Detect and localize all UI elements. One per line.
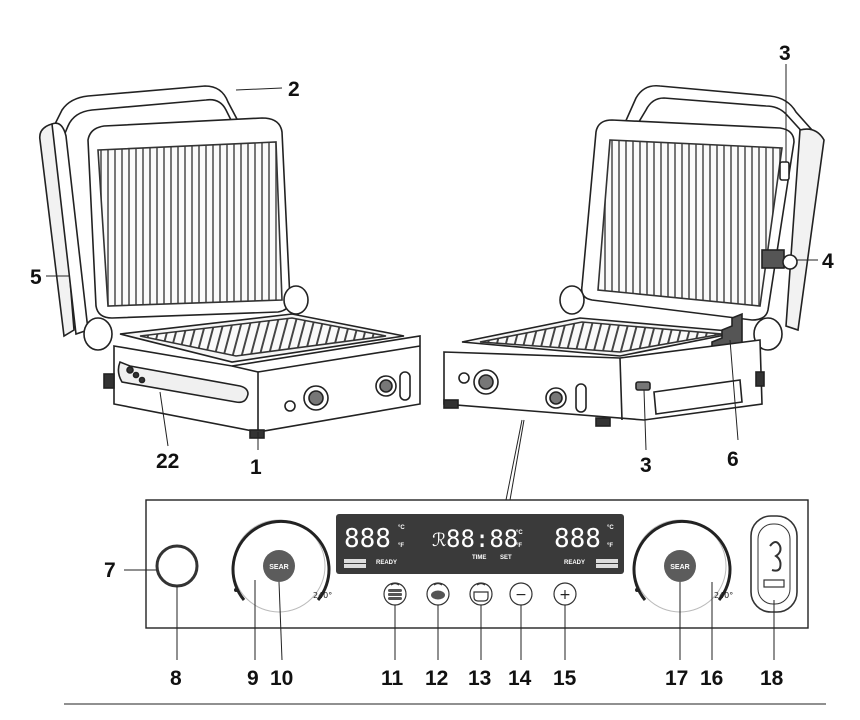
minus-button[interactable]: − — [509, 582, 533, 606]
callout-3-bottom: 3 — [640, 454, 652, 477]
right-temp-digits: 888 — [554, 524, 601, 554]
callout-14: 14 — [508, 667, 532, 690]
callout-2: 2 — [288, 78, 300, 101]
minus-label: − — [515, 587, 527, 603]
control-panel: 240° SEAR 888 °C °F READY ℛ 88:88 °C °F … — [145, 499, 809, 629]
burger-button[interactable] — [383, 582, 407, 606]
callout-7: 7 — [104, 559, 116, 582]
callout-18: 18 — [760, 667, 784, 690]
callout-6: 6 — [727, 448, 739, 471]
right-temp-unit-f: °F — [607, 543, 613, 549]
probe-icon — [769, 541, 782, 572]
callout-11: 11 — [381, 667, 404, 690]
left-sear-button[interactable] — [263, 550, 295, 582]
upper-plate-right — [597, 139, 783, 307]
leader-lines-panel — [124, 569, 775, 661]
center-unit-f: °F — [516, 543, 522, 549]
side-arm-right — [785, 128, 825, 332]
pot-icon — [473, 591, 489, 602]
callout-10: 10 — [270, 667, 293, 690]
callout-3-top: 3 — [779, 42, 791, 65]
left-ready-label: READY — [376, 560, 397, 566]
callout-numbers: 2 3 4 5 22 1 3 6 7 8 9 10 11 12 13 14 15… — [30, 42, 834, 690]
callout-22: 22 — [156, 450, 179, 473]
set-label: SET — [500, 555, 512, 561]
callout-15: 15 — [553, 667, 577, 690]
callout-13: 13 — [468, 667, 491, 690]
leader-lines-top — [46, 64, 818, 501]
left-temp-unit-c: °C — [398, 525, 405, 531]
burger-icon — [388, 589, 402, 600]
center-unit-c: °C — [516, 530, 523, 536]
left-sear-label: SEAR — [269, 564, 288, 571]
drip-tray-left — [117, 360, 249, 404]
right-dial-max-label: 240° — [714, 591, 733, 600]
callout-1: 1 — [250, 456, 262, 479]
callout-16: 16 — [700, 667, 723, 690]
callout-17: 17 — [665, 667, 688, 690]
steak-icon — [431, 590, 445, 600]
callout-8: 8 — [170, 667, 182, 690]
left-grill — [38, 85, 421, 439]
time-label: TIME — [472, 555, 486, 561]
left-temp-unit-f: °F — [398, 543, 404, 549]
steak-button[interactable] — [426, 582, 450, 606]
display-screen — [336, 514, 624, 574]
right-ready-label: READY — [564, 560, 585, 566]
power-button[interactable] — [155, 544, 199, 588]
center-time-digits: 88:88 — [446, 525, 518, 553]
callout-9: 9 — [247, 667, 259, 690]
left-temp-digits: 888 — [344, 524, 391, 554]
callout-12: 12 — [425, 667, 448, 690]
plus-label: + — [559, 587, 571, 603]
right-sear-button[interactable] — [664, 550, 696, 582]
right-sear-label: SEAR — [670, 564, 689, 571]
callout-5: 5 — [30, 266, 42, 289]
probe-connector — [761, 249, 785, 269]
right-temp-unit-c: °C — [607, 525, 614, 531]
probe-glyph: ℛ — [432, 530, 446, 551]
callout-4: 4 — [822, 250, 834, 273]
right-grill — [443, 84, 825, 427]
upper-plate-left — [97, 141, 283, 307]
left-dial-max-label: 240° — [313, 591, 332, 600]
pot-button[interactable] — [469, 582, 493, 606]
plus-button[interactable]: + — [553, 582, 577, 606]
